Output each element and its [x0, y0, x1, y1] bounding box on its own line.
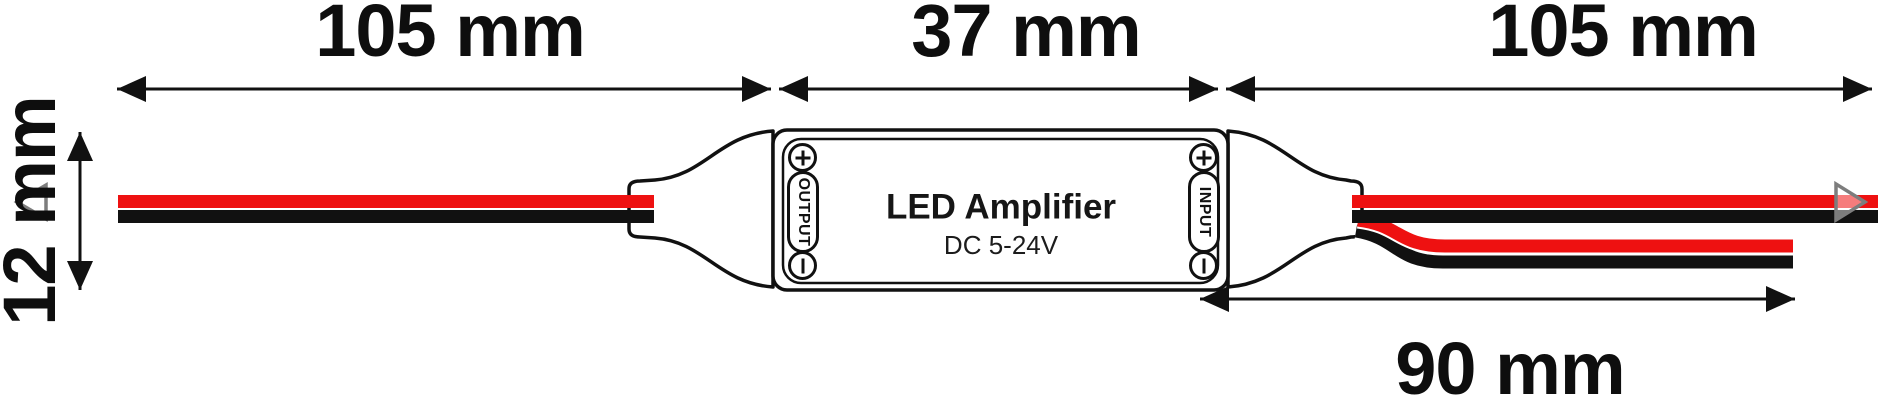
input-plus-terminal — [1189, 143, 1218, 172]
output-minus-terminal — [788, 251, 817, 280]
left-cable-red-wire — [118, 195, 654, 208]
left-cable-boot — [627, 129, 775, 289]
dimension-label-output-cable: 90 mm — [1395, 327, 1625, 402]
output-terminal-pill — [787, 171, 819, 253]
nav-arrow-left-icon[interactable] — [13, 181, 48, 223]
dimension-arrow-body-width — [67, 132, 93, 290]
dimension-label-cable-right: 105 mm — [1488, 0, 1759, 72]
dimension-arrow-output-cable — [1200, 286, 1795, 312]
right-upper-black-wire — [1352, 210, 1878, 223]
right-lower-cable — [1354, 211, 1793, 271]
right-upper-red-wire — [1352, 195, 1878, 208]
left-cable-black-wire — [118, 210, 654, 223]
device-body — [771, 128, 1230, 292]
dimension-label-body-width: 12 mm — [0, 96, 71, 326]
dimension-arrow-body-length — [779, 76, 1218, 102]
dimension-arrow-cable-right — [1226, 76, 1872, 102]
dimension-arrow-cable-left — [117, 76, 771, 102]
left-cable — [118, 195, 654, 223]
nav-arrow-right-icon[interactable] — [1834, 180, 1869, 224]
right-upper-cable — [1352, 195, 1878, 223]
dimension-label-cable-left: 105 mm — [315, 0, 586, 72]
input-port-label: INPUT — [1196, 186, 1213, 238]
dimension-label-body-length: 37 mm — [911, 0, 1141, 72]
device-voltage-rating: DC 5-24V — [943, 230, 1059, 260]
input-minus-terminal — [1189, 251, 1218, 280]
right-lower-black-wire — [1354, 224, 1793, 269]
device-name: LED Amplifier — [885, 187, 1117, 227]
input-terminal-pill — [1188, 171, 1220, 253]
output-plus-terminal — [788, 143, 817, 172]
output-port-label: OUTPUT — [795, 177, 812, 247]
right-cable-boot — [1226, 129, 1364, 289]
right-lower-red-wire — [1357, 213, 1793, 253]
